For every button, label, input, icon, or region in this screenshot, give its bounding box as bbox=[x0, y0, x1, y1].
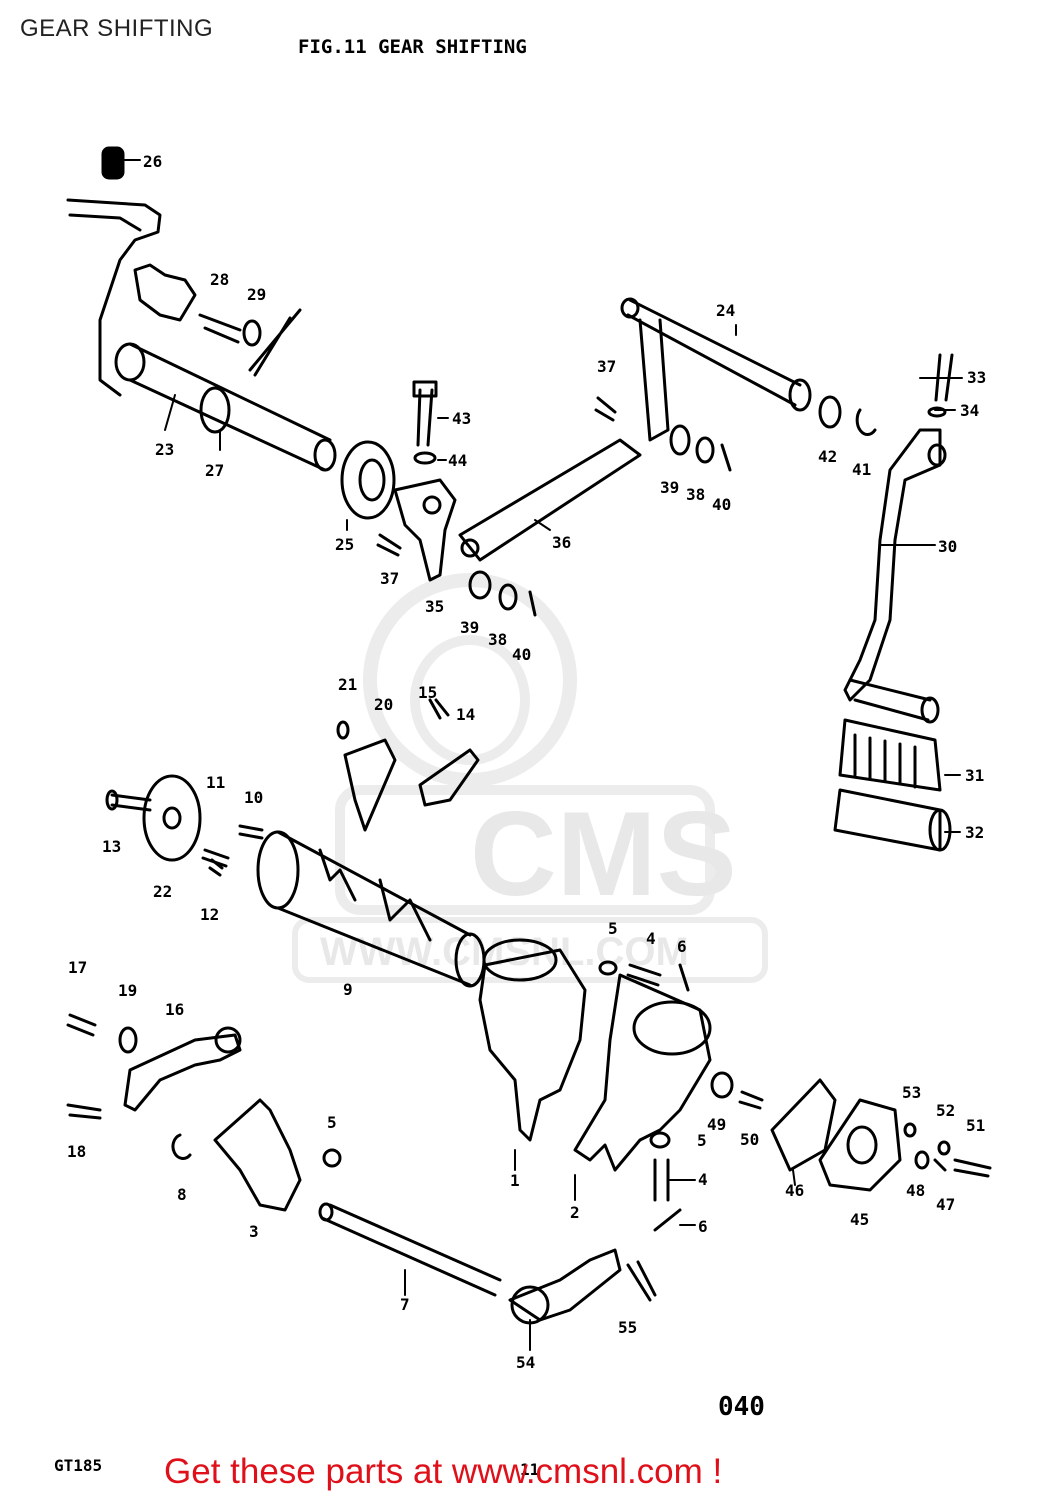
part-label: 55 bbox=[618, 1318, 637, 1337]
part-label: 23 bbox=[155, 440, 174, 459]
part-label: 42 bbox=[818, 447, 837, 466]
part-label: 38 bbox=[488, 630, 507, 649]
part-label: 5 bbox=[327, 1113, 337, 1132]
part-label: 32 bbox=[965, 823, 984, 842]
part-label: 34 bbox=[960, 401, 979, 420]
part-label: 2 bbox=[570, 1203, 580, 1222]
part-label: 37 bbox=[380, 569, 399, 588]
part-label: 15 bbox=[418, 683, 437, 702]
footer-mark: 11 bbox=[520, 1460, 540, 1479]
part-label: 54 bbox=[516, 1353, 535, 1372]
part-label: 52 bbox=[936, 1101, 955, 1120]
part-label: 51 bbox=[966, 1116, 985, 1135]
page-number: 040 bbox=[718, 1392, 765, 1422]
part-label: 44 bbox=[448, 451, 467, 470]
part-label: 16 bbox=[165, 1000, 184, 1019]
part-label: 9 bbox=[343, 980, 353, 999]
part-label: 7 bbox=[400, 1295, 410, 1314]
part-label: 28 bbox=[210, 270, 229, 289]
model-code: GT185 bbox=[54, 1456, 103, 1475]
part-label: 36 bbox=[552, 533, 571, 552]
part-label: 47 bbox=[936, 1195, 955, 1214]
part-label: 14 bbox=[456, 705, 475, 724]
part-label: 48 bbox=[906, 1181, 925, 1200]
part-label: 24 bbox=[716, 301, 735, 320]
part-label: 50 bbox=[740, 1130, 759, 1149]
part-label: 19 bbox=[118, 981, 137, 1000]
part-label: 49 bbox=[707, 1115, 726, 1134]
part-label: 4 bbox=[646, 929, 656, 948]
part-label: 3 bbox=[249, 1222, 259, 1241]
part-label: 5 bbox=[697, 1131, 707, 1150]
part-label: 27 bbox=[205, 461, 224, 480]
part-label: 26 bbox=[143, 152, 162, 171]
promo-link[interactable]: Get these parts at www.cmsnl.com ! bbox=[164, 1452, 723, 1491]
part-label: 6 bbox=[698, 1217, 708, 1236]
part-label: 13 bbox=[102, 837, 121, 856]
watermark-url: WWW.CMSNL.COM bbox=[320, 930, 689, 974]
page-title: GEAR SHIFTING bbox=[20, 15, 214, 42]
part-label: 46 bbox=[785, 1181, 804, 1200]
part-label: 1 bbox=[510, 1171, 520, 1190]
part-labels: 26 28 29 23 27 25 43 44 37 35 37 36 39 3… bbox=[67, 152, 986, 1372]
figure-title: FIG.11 GEAR SHIFTING bbox=[298, 36, 527, 58]
part-label: 37 bbox=[597, 357, 616, 376]
part-label: 53 bbox=[902, 1083, 921, 1102]
part-label: 6 bbox=[677, 937, 687, 956]
part-label: 21 bbox=[338, 675, 357, 694]
part-label: 45 bbox=[850, 1210, 869, 1229]
part-label: 20 bbox=[374, 695, 393, 714]
watermark-logo: CMS bbox=[470, 787, 737, 921]
cms-watermark: CMS WWW.CMSNL.COM bbox=[292, 573, 768, 983]
part-label: 29 bbox=[247, 285, 266, 304]
part-label: 30 bbox=[938, 537, 957, 556]
part-label: 11 bbox=[206, 773, 225, 792]
part-label: 41 bbox=[852, 460, 871, 479]
part-label: 8 bbox=[177, 1185, 187, 1204]
shift-lever bbox=[66, 146, 197, 397]
part-label: 31 bbox=[965, 766, 984, 785]
part-label: 4 bbox=[698, 1170, 708, 1189]
part-label: 43 bbox=[452, 409, 471, 428]
part-label: 17 bbox=[68, 958, 87, 977]
part-label: 39 bbox=[660, 478, 679, 497]
part-label: 40 bbox=[512, 645, 531, 664]
shift-shaft bbox=[114, 308, 337, 472]
part-label: 39 bbox=[460, 618, 479, 637]
part-label: 25 bbox=[335, 535, 354, 554]
part-label: 33 bbox=[967, 368, 986, 387]
part-label: 18 bbox=[67, 1142, 86, 1161]
part-label: 40 bbox=[712, 495, 731, 514]
part-label: 12 bbox=[200, 905, 219, 924]
part-label: 38 bbox=[686, 485, 705, 504]
part-label: 10 bbox=[244, 788, 263, 807]
part-label: 35 bbox=[425, 597, 444, 616]
part-label: 5 bbox=[608, 919, 618, 938]
part-label: 22 bbox=[153, 882, 172, 901]
